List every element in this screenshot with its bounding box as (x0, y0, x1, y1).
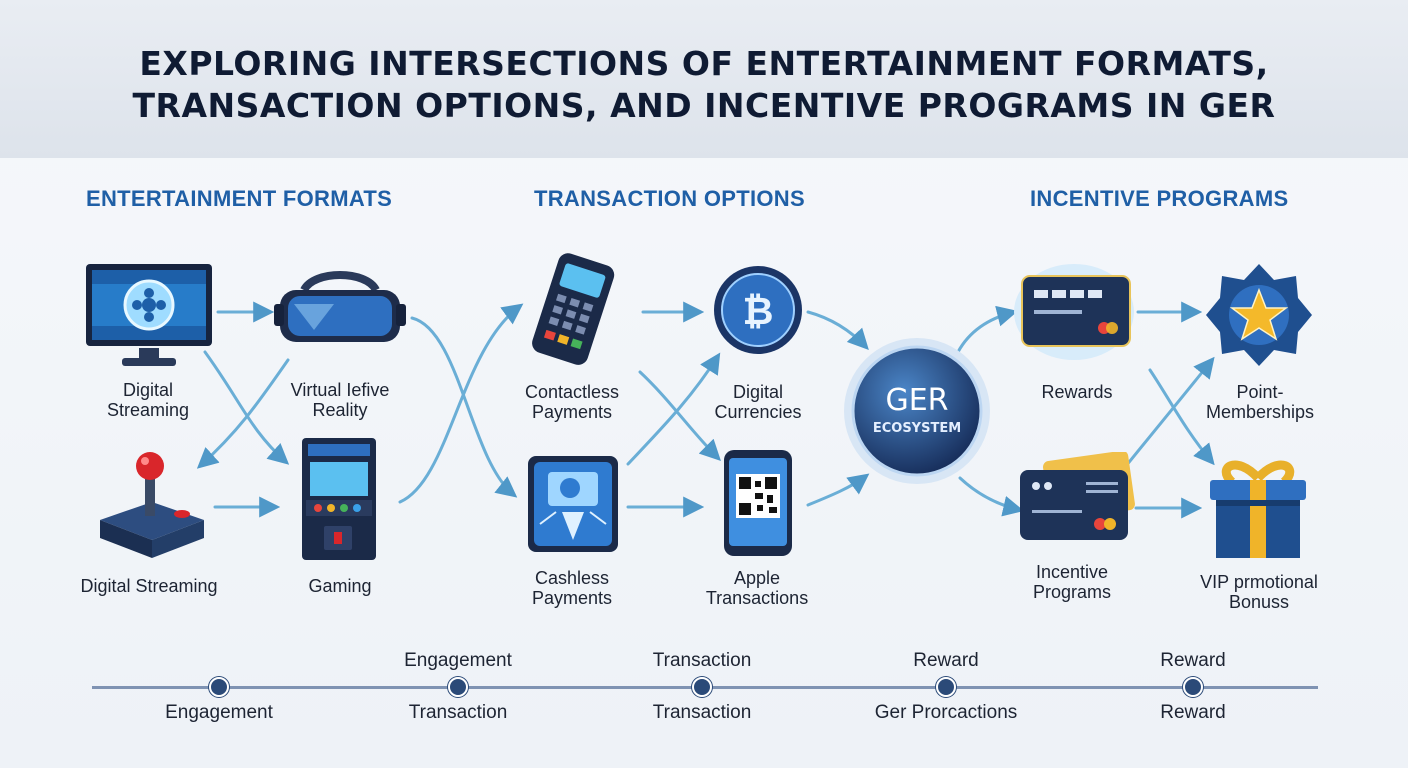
section-title-transaction: TRANSACTION OPTIONS (534, 186, 805, 211)
timeline-top-label: Engagement (404, 650, 512, 671)
label-line: Programs (1032, 582, 1112, 602)
arrow-vr-to-cashless (410, 316, 518, 498)
film-reel-monitor-icon (86, 264, 212, 366)
qr-phone-icon (724, 450, 792, 556)
timeline-top-label: Reward (1160, 650, 1226, 671)
vr-headset-icon (274, 271, 406, 342)
timeline-dot (448, 677, 468, 697)
label-contactless-payments: Contactless Payments (512, 382, 632, 422)
arcade-cabinet-icon (302, 438, 376, 560)
header-banner (0, 0, 1408, 158)
arrow-cross-rewards-gift (1148, 368, 1215, 466)
label-cashless-payments: Cashless Payments (512, 568, 632, 608)
arrow-center-to-rewards (956, 305, 1019, 354)
timeline-bottom-label: Transaction (652, 702, 752, 723)
arrow-cross-vr-joystick (196, 358, 290, 469)
joystick-icon (100, 452, 204, 558)
bitcoin-coin-icon: ₿ (714, 266, 802, 354)
page-title-line-1: EXPLORING INTERSECTIONS OF ENTERTAINMENT… (139, 44, 1269, 83)
label-line: Apple (733, 568, 781, 588)
timeline-top-label: Reward (913, 650, 979, 671)
gift-box-icon (1210, 460, 1306, 558)
label-line: Digital (732, 382, 784, 402)
timeline-dot (936, 677, 956, 697)
star-badge-icon (1206, 264, 1312, 366)
label-line: Gaming (308, 576, 372, 596)
timeline-bottom-label: Reward (1160, 702, 1226, 723)
arrow-cross-contactless-apple (638, 370, 721, 461)
hub-title: GER (885, 383, 948, 418)
arrow-center-to-incentive (958, 476, 1025, 517)
label-line: Transactions (705, 588, 809, 608)
timeline-dot (692, 677, 712, 697)
label-line: Currencies (714, 402, 802, 422)
arrow-gaming-to-contactless (398, 303, 524, 504)
label-line: Digital (122, 380, 174, 400)
label-line: Cashless (534, 568, 610, 588)
label-vip-bonus: VIP prmotional Bonuss (1184, 572, 1334, 612)
arrow-cross-streaming-gaming (203, 350, 290, 465)
timeline-top-label: Transaction (652, 650, 752, 671)
timeline-bottom-label: Ger Prorcactions (874, 702, 1018, 723)
arrow-apple-to-center (806, 473, 870, 507)
label-line: Contactless (524, 382, 620, 402)
label-line: Rewards (1041, 382, 1113, 402)
label-line: Digital Streaming (80, 576, 218, 596)
timeline-dot (1183, 677, 1203, 697)
label-point-memberships: Point- Memberships (1190, 382, 1330, 422)
cashless-card-reader-icon (528, 456, 618, 552)
section-title-entertainment: ENTERTAINMENT FORMATS (86, 186, 393, 211)
label-line: Point- (1236, 382, 1284, 402)
label-digital-streaming-bottom: Digital Streaming (64, 576, 234, 596)
section-title-incentive: INCENTIVE PROGRAMS (1030, 186, 1289, 211)
label-line: Memberships (1205, 402, 1315, 422)
label-incentive-programs: Incentive Programs (1012, 562, 1132, 602)
page-title-line-2: TRANSACTION OPTIONS, AND INCENTIVE PROGR… (132, 86, 1276, 125)
arrow-cross-incentive-points (1124, 356, 1215, 468)
reward-card-icon (1014, 264, 1134, 360)
arrow-currencies-to-center (806, 310, 869, 351)
hub-subtitle: ECOSYSTEM (873, 421, 961, 436)
pos-terminal-icon (532, 253, 615, 365)
label-line: Incentive (1035, 562, 1109, 582)
timeline-bottom-label: Transaction (408, 702, 508, 723)
label-line: Reality (312, 400, 368, 420)
label-digital-currencies: Digital Currencies (698, 382, 818, 422)
timeline-dot (209, 677, 229, 697)
label-apple-transactions: Apple Transactions (692, 568, 822, 608)
label-line: VIP prmotional (1200, 572, 1318, 592)
arrow-cross-cashless-currencies (626, 352, 721, 466)
ger-ecosystem-hub: GER ECOSYSTEM (844, 338, 990, 484)
label-virtual-reality: Virtual Iefive Reality (270, 380, 410, 420)
label-line: Virtual Iefive (290, 380, 390, 400)
label-digital-streaming-top: Digital Streaming (98, 380, 198, 420)
label-line: Streaming (106, 400, 190, 420)
incentive-card-icon (1020, 452, 1135, 540)
timeline-bottom-label: Engagement (165, 702, 273, 723)
label-line: Bonuss (1228, 592, 1290, 612)
svg-text:₿: ₿ (743, 289, 774, 333)
label-line: Payments (531, 588, 613, 608)
label-gaming: Gaming (290, 576, 390, 596)
label-rewards: Rewards (1022, 382, 1132, 402)
label-line: Payments (531, 402, 613, 422)
